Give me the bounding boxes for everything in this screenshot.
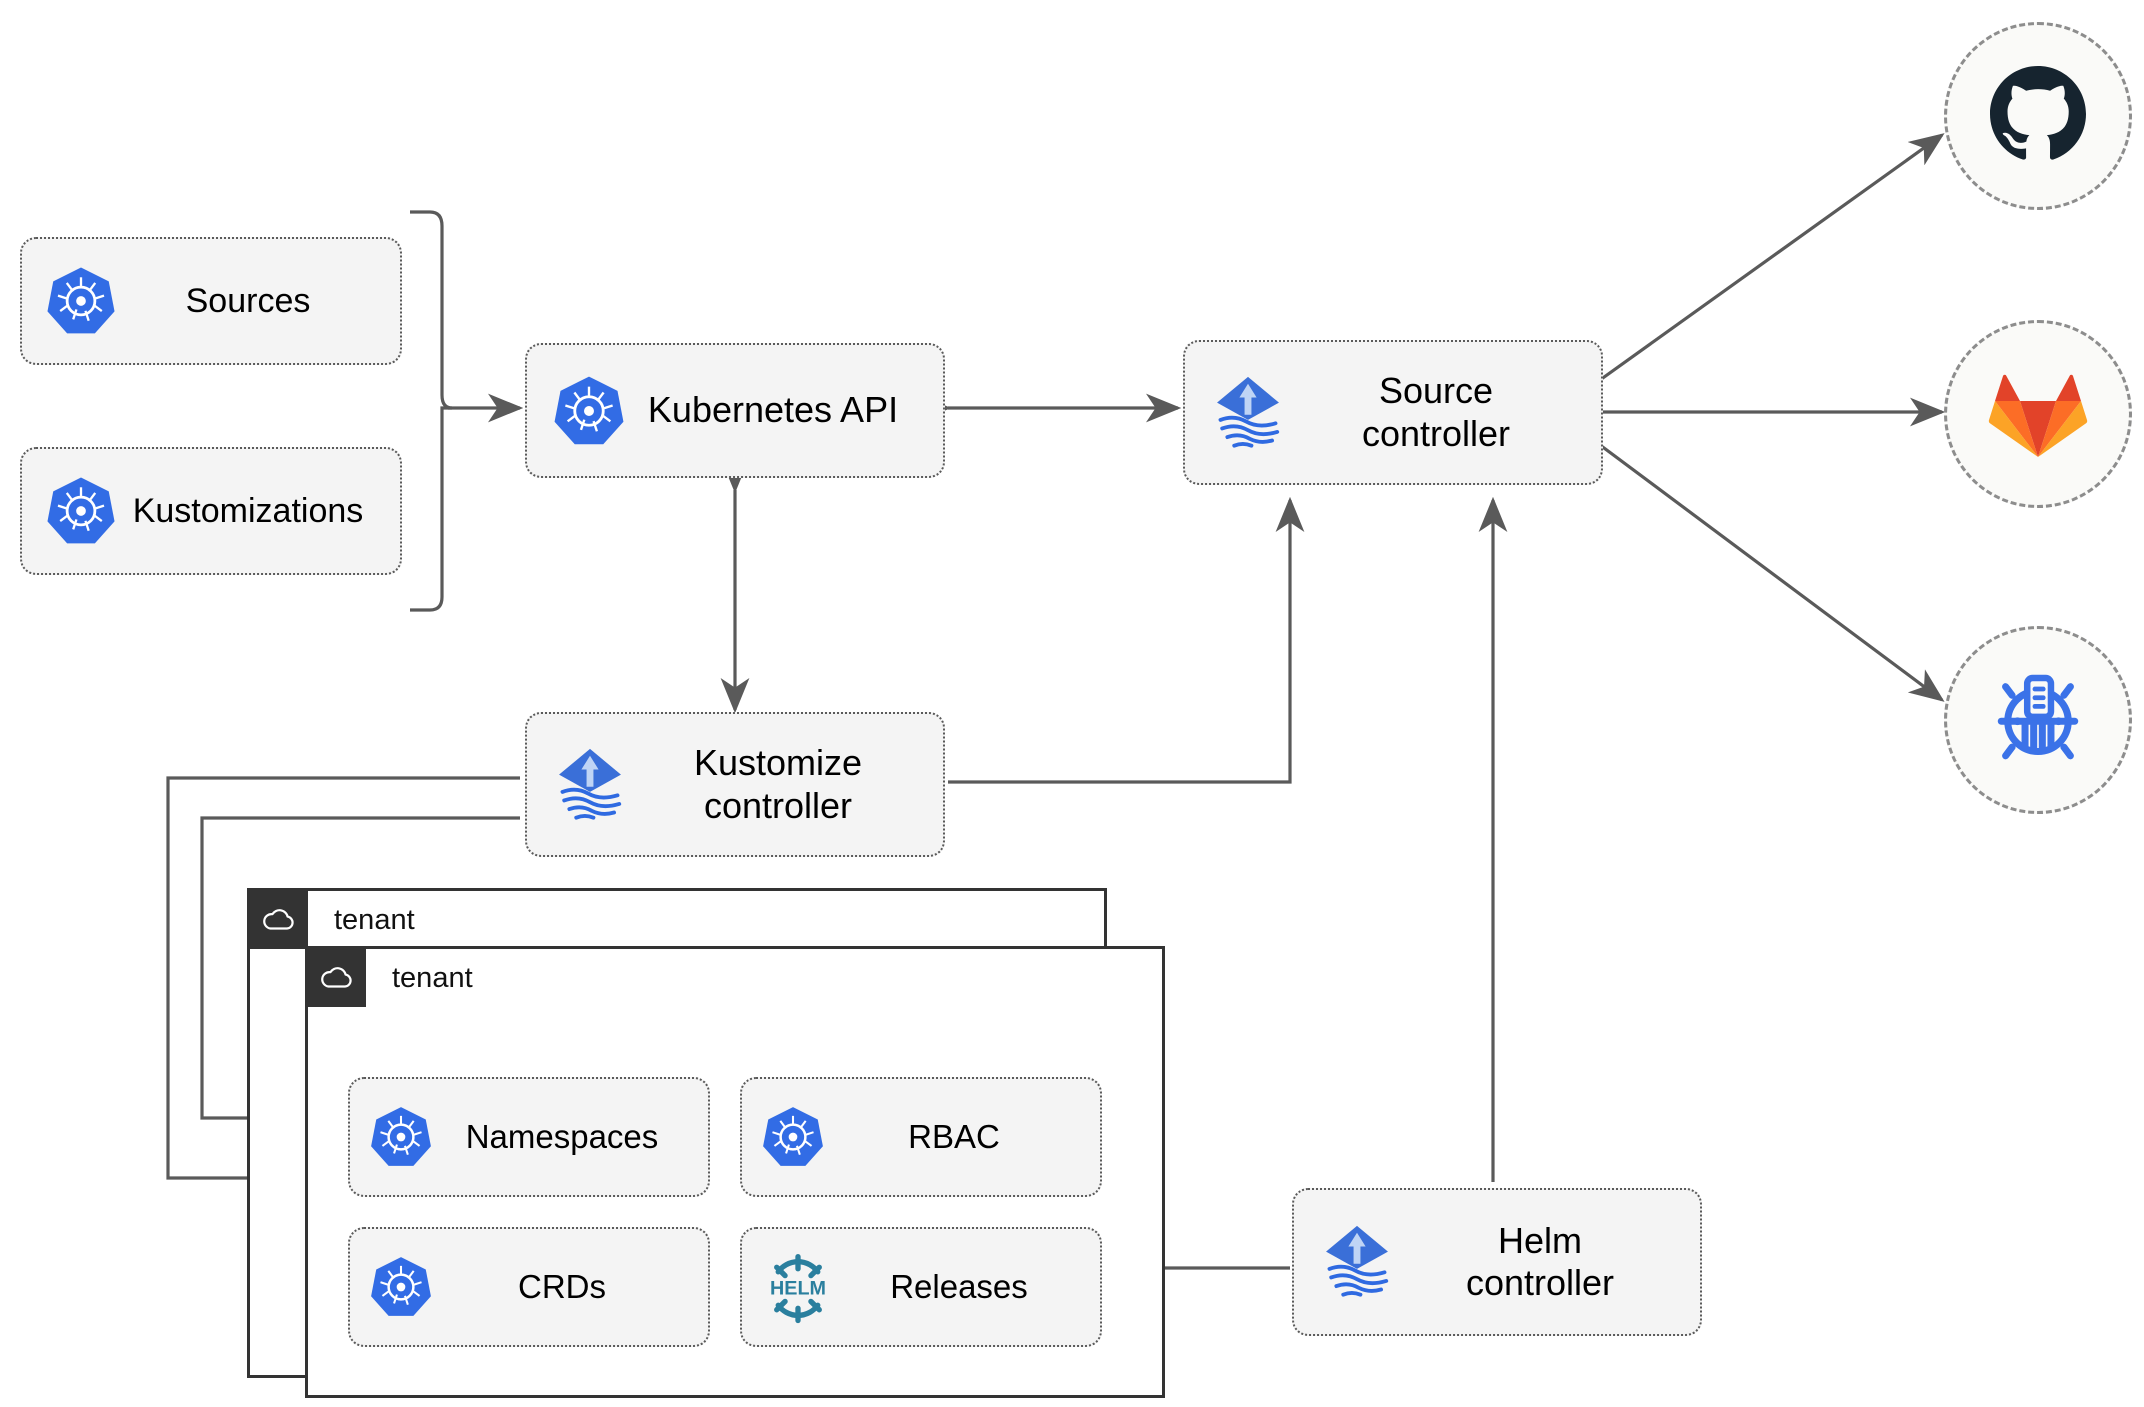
node-releases-label: Releases [890,1267,1028,1305]
node-kustomizations-label: Kustomizations [132,491,364,530]
cloud-icon [308,949,366,1007]
github-icon [1990,65,2086,167]
edge-source-to-github [1599,133,1945,382]
kubernetes-icon [760,1104,826,1170]
flux-icon [547,742,633,828]
node-source-controller-label: Source controller [1361,370,1511,454]
tenant-outer-label: tenant [334,903,415,936]
node-sources-label: Sources [185,281,311,320]
node-namespaces-label: Namespaces [465,1117,659,1155]
helm-icon: HELM [760,1249,836,1325]
node-kustomizations[interactable]: Kustomizations [20,447,402,575]
node-namespaces[interactable]: Namespaces [348,1077,710,1197]
node-kustomize-controller[interactable]: Kustomize controller [525,712,945,857]
tenant-inner-label: tenant [392,961,473,994]
edge-bracket-sources [410,210,453,612]
node-source-controller[interactable]: Source controller [1183,340,1603,485]
kubernetes-icon [44,264,118,338]
node-kubernetes-api-label: Kubernetes API [647,389,899,431]
edge-source-to-helm-repository [1599,443,1945,702]
node-sources[interactable]: Sources [20,237,402,365]
node-releases[interactable]: HELM Releases [740,1227,1102,1347]
tenant-inner-header: tenant [308,949,473,1007]
edge-kustomize-to-source [948,496,1305,784]
node-gitlab[interactable] [1944,320,2132,508]
node-crds[interactable]: CRDs [348,1227,710,1347]
helm-repository-icon [1984,664,2092,777]
flux-icon [1314,1219,1400,1305]
kubernetes-icon [44,474,118,548]
node-kubernetes-api[interactable]: Kubernetes API [525,343,945,478]
kubernetes-icon [368,1254,434,1320]
tenant-outer-header: tenant [250,891,415,949]
node-crds-label: CRDs [518,1267,606,1305]
node-helm-controller[interactable]: Helm controller [1292,1188,1702,1336]
node-helm-repository[interactable] [1944,626,2132,814]
gitlab-icon [1988,365,2088,464]
node-rbac[interactable]: RBAC [740,1077,1102,1197]
kubernetes-icon [368,1104,434,1170]
kubernetes-icon [551,373,627,449]
cloud-icon [250,891,308,949]
node-github[interactable] [1944,22,2132,210]
node-rbac-label: RBAC [908,1117,1000,1155]
node-kustomize-controller-label: Kustomize controller [693,742,863,826]
flux-icon [1205,370,1291,456]
svg-text:HELM: HELM [770,1278,826,1300]
tenant-inner[interactable]: tenant Namespaces [305,946,1165,1398]
node-helm-controller-label: Helm controller [1465,1219,1615,1303]
